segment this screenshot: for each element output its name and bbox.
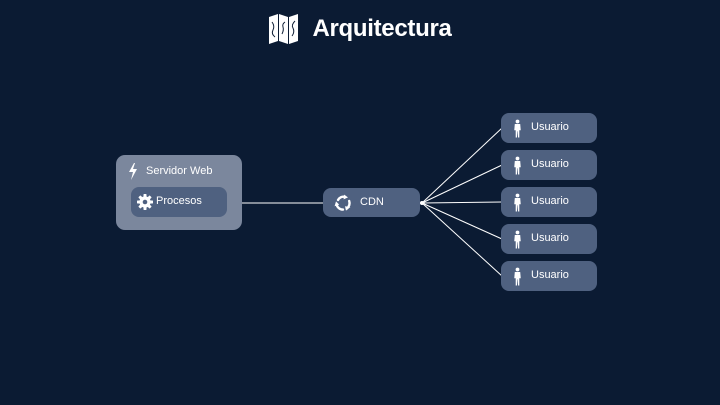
- person-icon: [514, 230, 521, 249]
- page-title: Arquitectura: [312, 15, 452, 42]
- edge-cdn-usuario-5: [421, 202, 503, 277]
- usuario-node[interactable]: Usuario: [501, 187, 597, 217]
- edge-cdn-usuario-3: [421, 201, 503, 204]
- procesos-label: Procesos: [156, 195, 202, 207]
- person-icon: [514, 156, 521, 175]
- person-icon: [514, 267, 521, 286]
- usuario-node[interactable]: Usuario: [501, 261, 597, 291]
- edge-cdn-usuario-2: [421, 164, 503, 204]
- map-icon: [269, 14, 299, 44]
- group-label: Servidor Web: [146, 165, 213, 177]
- usuario-label: Usuario: [531, 121, 569, 133]
- edge-cdn-usuario-1: [421, 127, 503, 204]
- cdn-node[interactable]: CDN: [323, 188, 420, 217]
- usuario-node[interactable]: Usuario: [501, 150, 597, 180]
- gear-icon: [137, 194, 153, 210]
- usuario-label: Usuario: [531, 158, 569, 170]
- cdn-label: CDN: [360, 196, 384, 208]
- edge-hub-cdn: [420, 201, 424, 205]
- usuario-node[interactable]: Usuario: [501, 113, 597, 143]
- usuario-label: Usuario: [531, 195, 569, 207]
- usuario-node[interactable]: Usuario: [501, 224, 597, 254]
- edge-cdn-usuario-4: [421, 202, 503, 240]
- servidor-web-group[interactable]: Servidor Web Procesos: [116, 155, 242, 230]
- usuario-label: Usuario: [531, 232, 569, 244]
- refresh-cycle-icon: [334, 194, 351, 211]
- procesos-node[interactable]: Procesos: [131, 187, 227, 217]
- person-icon: [514, 193, 521, 212]
- usuario-label: Usuario: [531, 269, 569, 281]
- header: Arquitectura: [0, 14, 720, 44]
- person-icon: [514, 119, 521, 138]
- bolt-icon: [129, 163, 137, 180]
